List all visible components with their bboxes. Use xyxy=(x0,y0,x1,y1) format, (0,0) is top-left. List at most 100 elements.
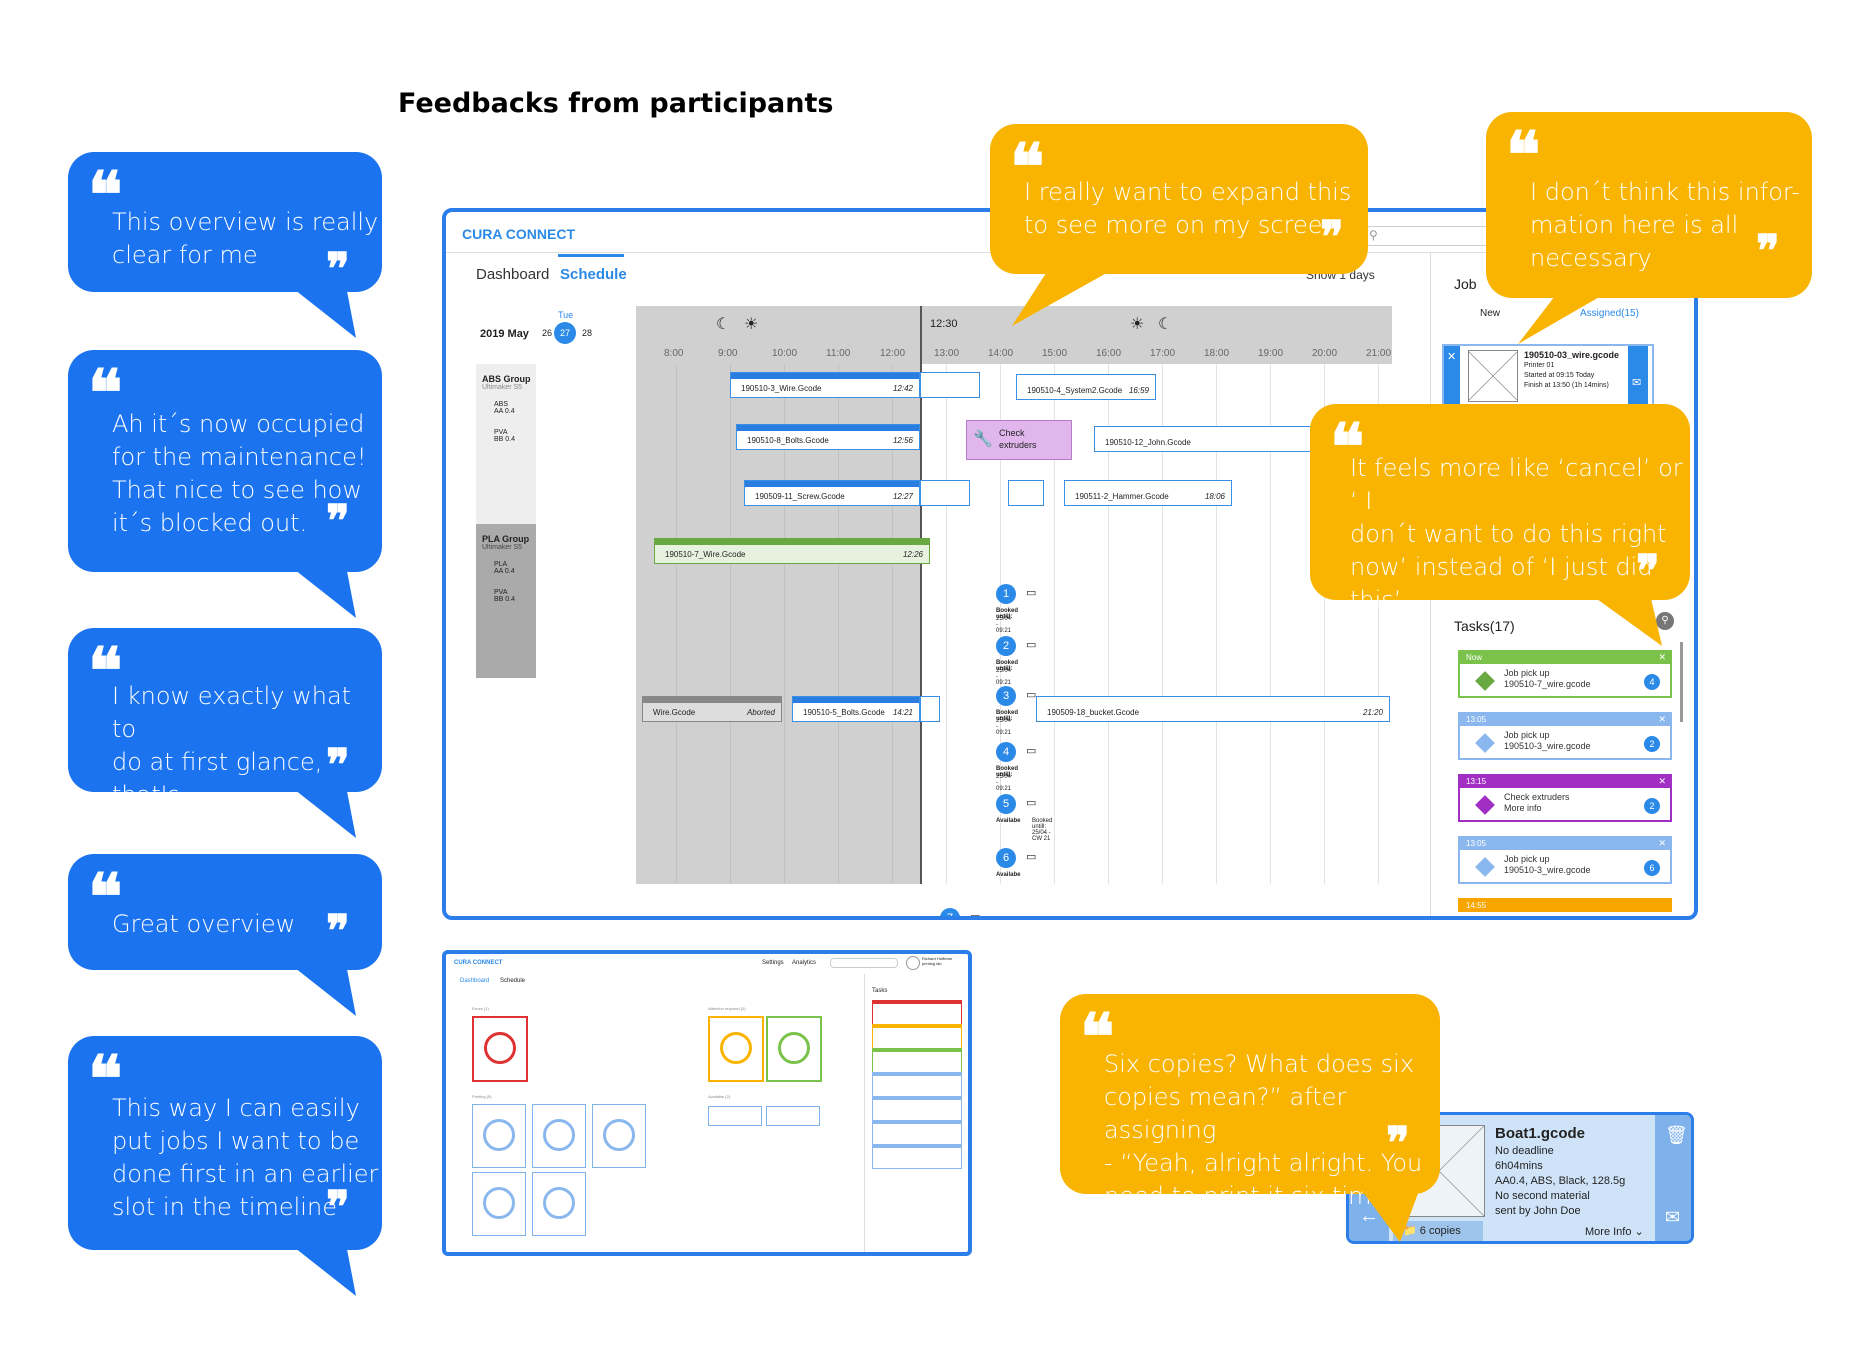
camera-icon[interactable]: ▭ xyxy=(1026,587,1037,599)
task-scrollbar[interactable] xyxy=(1680,642,1683,722)
time-label: 10:00 xyxy=(772,348,798,359)
nav-analytics[interactable]: Analytics xyxy=(792,960,817,966)
feedback-bubble-8: ❝ It feels more like ‘cancel’ or ‘ I don… xyxy=(1310,404,1690,614)
copies-badge[interactable]: 📁 6 copies xyxy=(1393,1221,1483,1241)
job-bar[interactable] xyxy=(920,480,970,506)
task-card[interactable]: 14:55 xyxy=(1458,898,1672,912)
printer-status: Booked untill: xyxy=(996,608,1019,620)
job-bar[interactable] xyxy=(920,372,980,398)
more-info-link[interactable]: More Info ⌄ xyxy=(1585,1225,1644,1238)
printer-card-error[interactable] xyxy=(472,1016,528,1082)
tab-dashboard[interactable]: Dashboard xyxy=(476,266,550,283)
printer-number[interactable]: 6 xyxy=(996,848,1016,868)
printer-card-printing[interactable] xyxy=(592,1104,646,1168)
nav-settings[interactable]: Settings xyxy=(762,960,784,966)
job-panel-title: Job xyxy=(1454,276,1477,292)
material-2: PVA xyxy=(494,429,508,436)
job-bar[interactable] xyxy=(920,696,940,722)
tab-schedule[interactable]: Schedule xyxy=(560,266,627,283)
camera-icon[interactable]: ▭ xyxy=(970,911,981,920)
camera-icon[interactable]: ▭ xyxy=(1026,689,1037,701)
dashboard-screenshot: CURA CONNECT Settings Analytics Richard … xyxy=(442,950,972,1256)
grid-line xyxy=(730,364,731,884)
material-2-core: BB 0.4 xyxy=(494,596,516,603)
printer-card-available[interactable] xyxy=(766,1106,820,1126)
printer-number[interactable]: 2 xyxy=(996,636,1016,656)
job-bar[interactable]: 190510-12_John.Gcode xyxy=(1094,426,1314,452)
printer-card-attention[interactable] xyxy=(708,1016,764,1082)
tab-dashboard[interactable]: Dashboard xyxy=(460,978,490,984)
feedback-text: Great overview xyxy=(112,910,296,938)
printer-number[interactable]: 1 xyxy=(996,584,1016,604)
mail-icon[interactable]: ✉ xyxy=(1632,377,1642,389)
camera-icon[interactable]: ▭ xyxy=(1026,797,1037,809)
moon-icon: ☾ xyxy=(1158,316,1173,333)
task-card[interactable] xyxy=(872,1072,962,1097)
tab-assigned[interactable]: Assigned(15) xyxy=(1580,308,1639,319)
close-icon[interactable]: ✕ xyxy=(1658,838,1666,848)
camera-icon[interactable]: ▭ xyxy=(1026,745,1037,757)
printer-number[interactable]: 5 xyxy=(996,794,1016,814)
job-bar[interactable] xyxy=(1008,480,1044,506)
printer-number[interactable]: 3 xyxy=(996,686,1016,706)
maintenance-block[interactable]: 🔧 Check extruders xyxy=(966,420,1072,460)
task-card[interactable] xyxy=(872,1024,962,1049)
printer-number[interactable]: 4 xyxy=(996,742,1016,762)
back-arrow-icon[interactable]: ← xyxy=(1359,1205,1379,1227)
grid-line xyxy=(1324,364,1325,884)
trash-icon[interactable]: 🗑 xyxy=(1665,1125,1688,1145)
feedback-text: Ah it´s now occupied for the maintenance… xyxy=(112,410,367,537)
group-model: Ultimaker S5 xyxy=(482,544,523,551)
printer-card-printing[interactable] xyxy=(532,1104,586,1168)
mail-icon[interactable]: ✉ xyxy=(1665,1207,1681,1227)
group-name: ABS Group xyxy=(482,374,531,384)
grid-line xyxy=(838,364,839,884)
camera-icon[interactable]: ▭ xyxy=(1026,639,1037,651)
date-prev[interactable]: 26 xyxy=(542,328,553,338)
grid-line xyxy=(892,364,893,884)
printer-card-attention[interactable] xyxy=(766,1016,822,1082)
section-attention: Attention required (2) xyxy=(708,1006,746,1011)
date-selected[interactable]: 27 xyxy=(554,322,576,344)
close-icon[interactable]: ✕ xyxy=(1447,351,1457,363)
avatar[interactable] xyxy=(906,956,920,970)
task-card[interactable] xyxy=(872,1048,962,1073)
tab-schedule-indicator xyxy=(558,254,624,257)
printer-card-available[interactable] xyxy=(708,1106,762,1126)
search-input[interactable] xyxy=(830,958,898,968)
task-card[interactable] xyxy=(872,1000,962,1025)
printer-card-printing[interactable] xyxy=(472,1172,526,1236)
printer-card-printing[interactable] xyxy=(472,1104,526,1168)
assigned-job-card[interactable]: ✕ 190510-03_wire.gcode Printer 01 Starte… xyxy=(1442,344,1654,408)
feedback-bubble-6: ❝ I really want to expand this to see mo… xyxy=(990,124,1368,274)
page-title: Feedbacks from participants xyxy=(398,88,834,119)
search-icon[interactable]: ⚲ xyxy=(1656,612,1674,630)
close-icon[interactable]: ✕ xyxy=(1658,652,1666,662)
close-icon[interactable]: ✕ xyxy=(1658,776,1666,786)
camera-icon[interactable]: ▭ xyxy=(1026,851,1037,863)
close-icon[interactable]: ✕ xyxy=(1658,714,1666,724)
task-card[interactable] xyxy=(872,1120,962,1145)
tab-new[interactable]: New xyxy=(1480,308,1501,319)
tab-schedule[interactable]: Schedule xyxy=(500,978,526,984)
task-subtitle[interactable]: More info xyxy=(1504,803,1542,813)
date-next[interactable]: 28 xyxy=(582,328,593,338)
task-card[interactable] xyxy=(872,1096,962,1121)
time-label: 18:00 xyxy=(1204,348,1230,359)
printer-number[interactable]: 7 xyxy=(940,908,960,916)
task-card[interactable] xyxy=(872,1144,962,1169)
printer-card-printing[interactable] xyxy=(532,1172,586,1236)
